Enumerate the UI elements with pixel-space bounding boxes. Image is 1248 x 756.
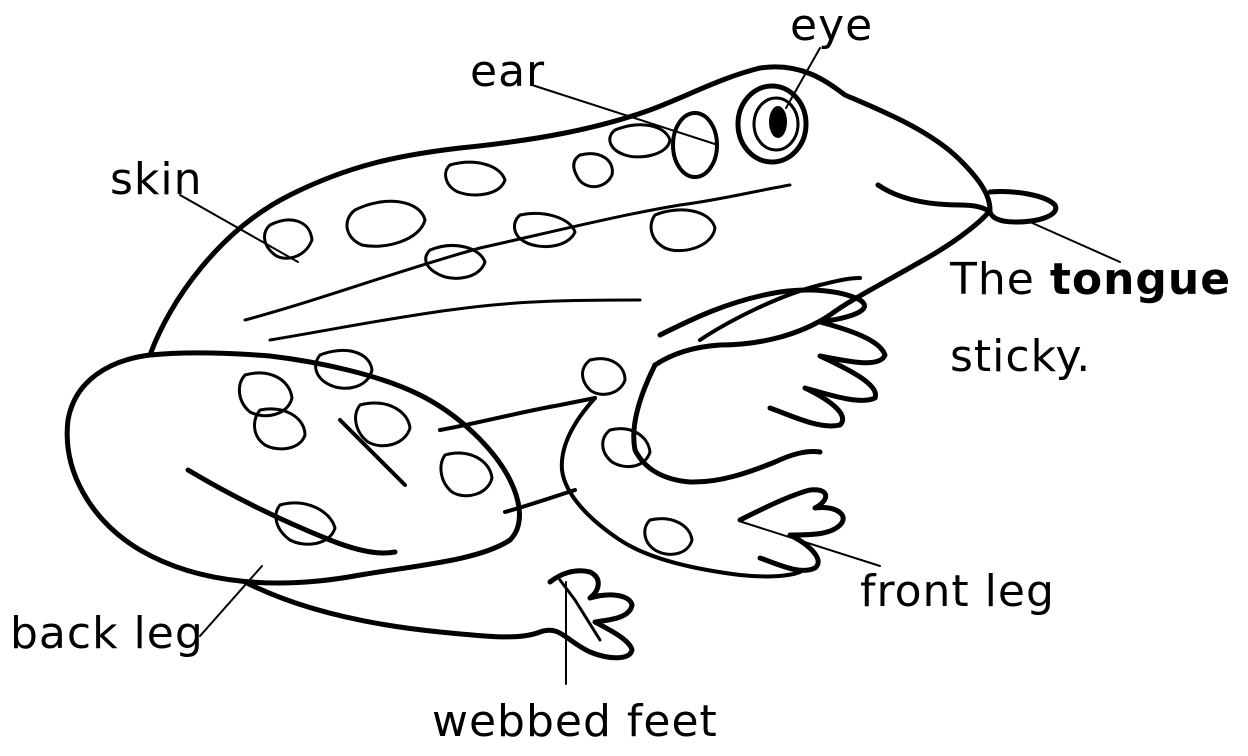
- eye-pupil: [769, 106, 787, 138]
- label-eye: eye: [790, 4, 873, 48]
- label-ear: ear: [470, 50, 545, 94]
- front-foot: [740, 490, 843, 571]
- label-tongue: The tongue is: [950, 258, 1248, 302]
- dorsal-ridge-2: [270, 300, 640, 340]
- label-tongue-pre: The: [950, 254, 1035, 305]
- label-tongue-word: tongue: [1050, 254, 1231, 305]
- label-front-leg: front leg: [860, 570, 1055, 614]
- ear-tympanum: [673, 113, 717, 177]
- label-back-leg: back leg: [10, 612, 204, 656]
- mouth: [878, 185, 990, 212]
- front-leg-upper: [562, 398, 800, 576]
- dorsal-ridge-1: [245, 185, 790, 320]
- back-leg-crease: [340, 420, 405, 485]
- back-leg-thigh: [67, 353, 519, 583]
- tongue: [990, 192, 1056, 222]
- label-webbed-feet: webbed feet: [432, 700, 718, 744]
- frog-body-outline: [150, 67, 990, 365]
- front-hand: [660, 290, 885, 426]
- label-tongue-line2: sticky.: [950, 335, 1091, 379]
- skin-spots: [239, 125, 715, 555]
- label-skin: skin: [110, 158, 203, 202]
- front-leg: [634, 365, 820, 482]
